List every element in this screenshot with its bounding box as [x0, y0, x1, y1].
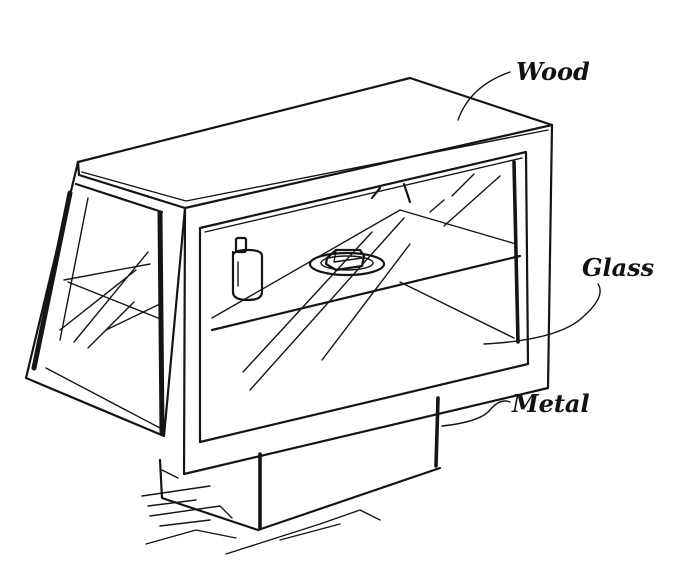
front-frame	[182, 123, 554, 476]
glass-label-group: Glass	[483, 253, 655, 345]
left-side-panel	[24, 160, 187, 438]
wood-leader-line	[457, 71, 511, 121]
glass-label: Glass	[582, 253, 655, 282]
glass-reflection-lines	[59, 173, 501, 391]
metal-label: Metal	[511, 389, 590, 418]
metal-base	[158, 396, 442, 532]
metal-leader-line	[441, 400, 511, 427]
metal-label-group: Metal	[441, 389, 590, 427]
plate-with-food-object	[308, 248, 386, 277]
wood-top-panel	[76, 76, 554, 210]
wood-label: Wood	[516, 57, 590, 86]
wood-label-group: Wood	[457, 57, 590, 121]
glass-leader-line	[483, 283, 601, 345]
bottle-object	[231, 236, 264, 302]
floor-hatching	[141, 485, 381, 555]
